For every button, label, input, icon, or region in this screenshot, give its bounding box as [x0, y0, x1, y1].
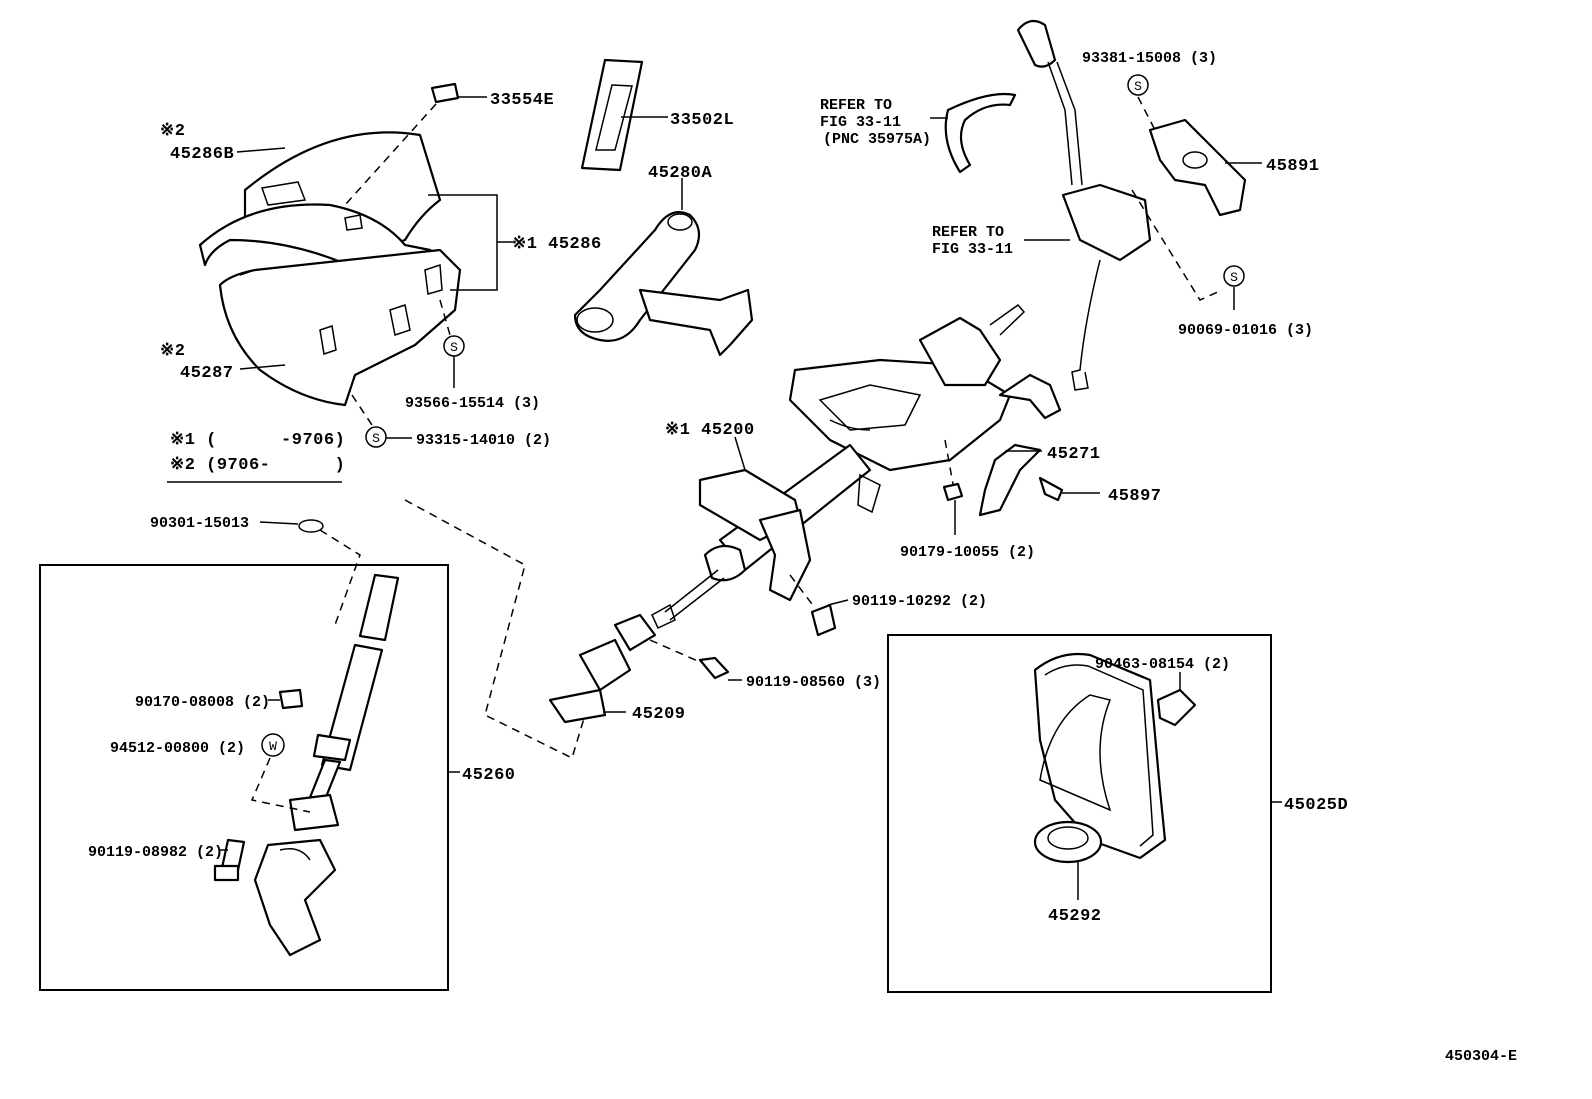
screw-symbol-93315: S: [351, 394, 412, 448]
label-45286b: 45286B: [170, 145, 234, 164]
label-90119-10292: 90119-10292 (2): [852, 593, 987, 610]
label-93315: 93315-14010 (2): [416, 432, 551, 449]
label-33554e: 33554E: [490, 91, 554, 110]
universal-joint-45209: [548, 613, 657, 724]
label-90463: 90463-08154 (2): [1095, 656, 1230, 673]
leader-dash: [344, 103, 437, 206]
bolt-90119-08560: [649, 639, 742, 681]
screw-s-symbol: S: [1134, 79, 1142, 94]
box-45260: [39, 564, 449, 991]
intermediate-shaft-45260: [253, 519, 400, 957]
label-45287: 45287: [180, 364, 234, 383]
bolt-90119-08982: [213, 838, 246, 882]
label-refer2-line1: REFER TO: [932, 224, 1004, 241]
label-45025d: 45025D: [1284, 796, 1348, 815]
lever-assembly: [1016, 19, 1152, 391]
nut-90170: [268, 688, 304, 710]
label-45271: 45271: [1047, 445, 1101, 464]
label-45280a: 45280A: [648, 164, 713, 183]
washer-94512: W: [250, 733, 311, 813]
label-90119-08982: 90119-08982 (2): [88, 844, 223, 861]
label-mark2-lower: ※2: [160, 342, 185, 361]
strip-refer-35975a: [930, 92, 1017, 174]
label-90170: 90170-08008 (2): [135, 694, 270, 711]
clip-33554e: [430, 82, 487, 104]
bolt-45897: [1038, 476, 1100, 502]
label-refer1-line1: REFER TO: [820, 97, 892, 114]
label-45200: ※1 45200: [665, 421, 755, 440]
label-90069: 90069-01016 (3): [1178, 322, 1313, 339]
leader-45286b: [236, 147, 286, 153]
screw-symbol-93566: S: [439, 299, 465, 388]
label-90301: 90301-15013: [150, 515, 249, 532]
plate-33502l: [580, 58, 668, 172]
label-45286: ※1 45286: [512, 235, 602, 254]
screw-s-symbol: S: [372, 431, 380, 446]
seal-45292: [1033, 820, 1103, 900]
boot-cover-45025d: [1033, 652, 1167, 860]
leader-bracket-45286: [428, 194, 513, 291]
legend-line-1: ※1 ( -9706): [170, 431, 345, 450]
bolt-90119-10292: [789, 574, 849, 637]
label-33502l: 33502L: [670, 111, 734, 130]
label-94512: 94512-00800 (2): [110, 740, 245, 757]
column-cover-lower-45287: [218, 248, 462, 407]
legend-line-2: ※2 (9706- ): [170, 456, 345, 475]
washer-w-symbol: W: [269, 739, 277, 754]
label-93566: 93566-15514 (3): [405, 395, 540, 412]
clip-90463: [1156, 672, 1197, 727]
label-45891: 45891: [1266, 157, 1320, 176]
label-90179: 90179-10055 (2): [900, 544, 1035, 561]
bracket-45280a: [573, 178, 754, 357]
screw-s-symbol: S: [450, 340, 458, 355]
label-refer1-line3: (PNC 35975A): [823, 131, 931, 148]
label-45209: 45209: [632, 705, 686, 724]
label-refer2-line2: FIG 33-11: [932, 241, 1013, 258]
steering-column-45200: [651, 303, 1062, 630]
label-90119-08560: 90119-08560 (3): [746, 674, 881, 691]
label-93381: 93381-15008 (3): [1082, 50, 1217, 67]
label-45260: 45260: [462, 766, 516, 785]
label-45292: 45292: [1048, 907, 1102, 926]
label-45897: 45897: [1108, 487, 1162, 506]
leader-45287: [239, 364, 286, 370]
label-mark2-upper: ※2: [160, 122, 185, 141]
diagram-id: 450304-E: [1445, 1048, 1517, 1065]
bracket-45891: [1148, 118, 1262, 217]
screw-symbol-90069: S: [1131, 189, 1245, 310]
label-refer1-line2: FIG 33-11: [820, 114, 901, 131]
screw-s-symbol: S: [1230, 270, 1238, 285]
nut-90179: [942, 439, 964, 535]
leader-dash-45260: [404, 499, 586, 760]
box-45025d: [887, 634, 1272, 993]
screw-symbol-93381: S: [1127, 74, 1156, 131]
lever-45271: [978, 443, 1042, 517]
